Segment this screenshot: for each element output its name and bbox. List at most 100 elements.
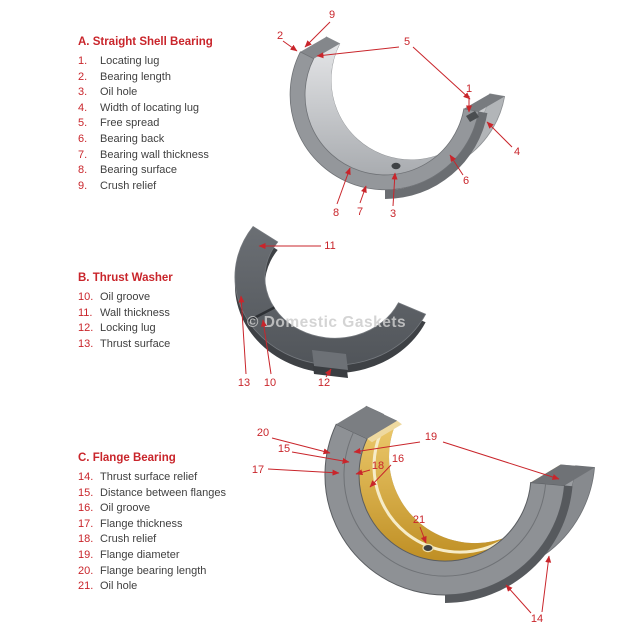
locking-lug-face [312,350,348,370]
item-label: Wall thickness [100,306,170,319]
item-label: Thrust surface relief [100,471,198,483]
item-number: 21. [78,580,94,593]
item-number: 18. [78,533,94,546]
item-label: Oil groove [100,291,151,303]
callout-line-a4 [486,121,513,148]
item-number: 2. [78,70,88,83]
item-number: 20. [78,564,94,577]
callout-line-c21 [419,526,427,544]
item-label: Width of locating lug [100,101,200,114]
legend-item: 1. Locating lug [78,54,213,70]
callout-number: 12 [318,377,330,389]
oil-groove-b [247,306,275,323]
callout-line-c18 [355,469,371,476]
flange-under-edge [445,485,573,603]
item-number: 12. [78,322,94,335]
callout-number: 16 [392,453,404,465]
flange-step-line [343,432,547,577]
item-number: 10. [78,291,94,303]
left-end-face-c [336,406,398,439]
shell-inner-surface [305,43,490,175]
callout-number: 9 [329,9,335,21]
callout-number: 11 [324,240,335,252]
item-label: Flange thickness [100,517,183,530]
legend-item: 18. Crush relief [78,532,226,548]
straight-shell-bearing-illustration [289,36,506,199]
callout-line-c17 [267,468,340,476]
callout-number: 2 [277,30,283,42]
callouts-b: 11 13 10 12 [238,240,336,389]
oil-hole-c [422,543,434,553]
item-number: 5. [78,117,88,130]
callout-number: 13 [238,377,250,389]
callout-line-a7 [359,185,367,204]
item-number: 17. [78,517,94,530]
callout-number: 19 [425,431,437,443]
item-number: 19. [78,548,94,561]
legend-item: 19.Flange diameter [78,548,226,564]
locating-lug [466,111,479,122]
callout-line-c19-left [353,441,421,454]
item-number: 8. [78,164,88,177]
shell-right-end-face [463,93,505,112]
callout-line-c20 [271,437,331,455]
legend-item: 13.Thrust surface [78,337,173,353]
item-label: Free spread [100,117,160,130]
bearing-surface-gold [359,420,561,562]
legend-item: 3. Oil hole [78,85,213,101]
oil-hole-a [391,162,401,170]
callout-line-c19-right [442,441,560,480]
callout-line-b13 [238,295,247,375]
callout-number: 5 [404,36,410,48]
item-number: 6. [78,132,88,145]
watermark: © Domestic Gaskets [247,314,406,331]
shell-left-end-face [300,36,340,59]
legend-section-straight-shell-bearing: A. Straight Shell Bearing 1.Locating lug… [78,36,213,194]
callout-line-b10 [260,319,272,375]
callout-number: 18 [372,460,384,472]
legend-item: 9. Crush relief [78,179,213,195]
section-title-b: B. Thrust Washer [78,272,173,284]
callout-number: 7 [357,206,363,218]
right-end-face-c [530,464,595,486]
callout-number: 10 [264,377,276,389]
item-label: Distance between flanges [100,486,226,499]
callout-line-c14-left [505,584,532,614]
shell-outer-back [385,111,488,199]
callout-line-a5-left [316,46,400,59]
legend-item: 5. Free spread [78,116,213,132]
callout-line-a8 [336,167,351,205]
legend-section-thrust-washer: B. Thrust Washer 10.Oil groove 11.Wall t… [78,272,173,352]
callout-line-c16 [369,464,392,488]
crush-relief-c [367,420,402,443]
callout-line-c15 [291,451,350,464]
legend-item: 6.Bearing back [78,132,213,148]
item-number: 1. [78,55,88,67]
callout-line-a3 [391,172,398,207]
section-title-c: C. Flange Bearing [78,452,176,464]
item-label: Bearing wall thickness [100,148,209,161]
callouts-c: 20 15 17 19 18 16 21 14 [252,427,560,625]
item-number: 9. [78,179,88,192]
legend-item: 4.Width of locating lug [78,101,213,117]
item-number: 13. [78,337,94,350]
item-label: Oil hole [100,86,138,99]
callout-line-a2 [282,40,298,52]
item-label: Bearing length [100,70,171,83]
item-label: Locking lug [100,322,156,335]
callout-number: 3 [390,208,396,220]
item-label: Crush relief [100,179,157,192]
item-number: 16. [78,502,94,515]
legend-section-flange-bearing: C. Flange Bearing 14.Thrust surface reli… [78,452,226,595]
callout-line-a6 [449,154,464,176]
item-label: Crush relief [100,533,157,546]
item-label: Flange bearing length [100,564,207,577]
legend-item: 20. Flange bearing length [78,564,226,580]
item-number: 3. [78,86,88,99]
item-label: Bearing surface [100,164,178,177]
callout-number: 1 [466,83,472,95]
item-label: Locating lug [100,55,160,67]
item-number: 7. [78,148,88,161]
legend-item: 17. Flange thickness [78,517,226,533]
